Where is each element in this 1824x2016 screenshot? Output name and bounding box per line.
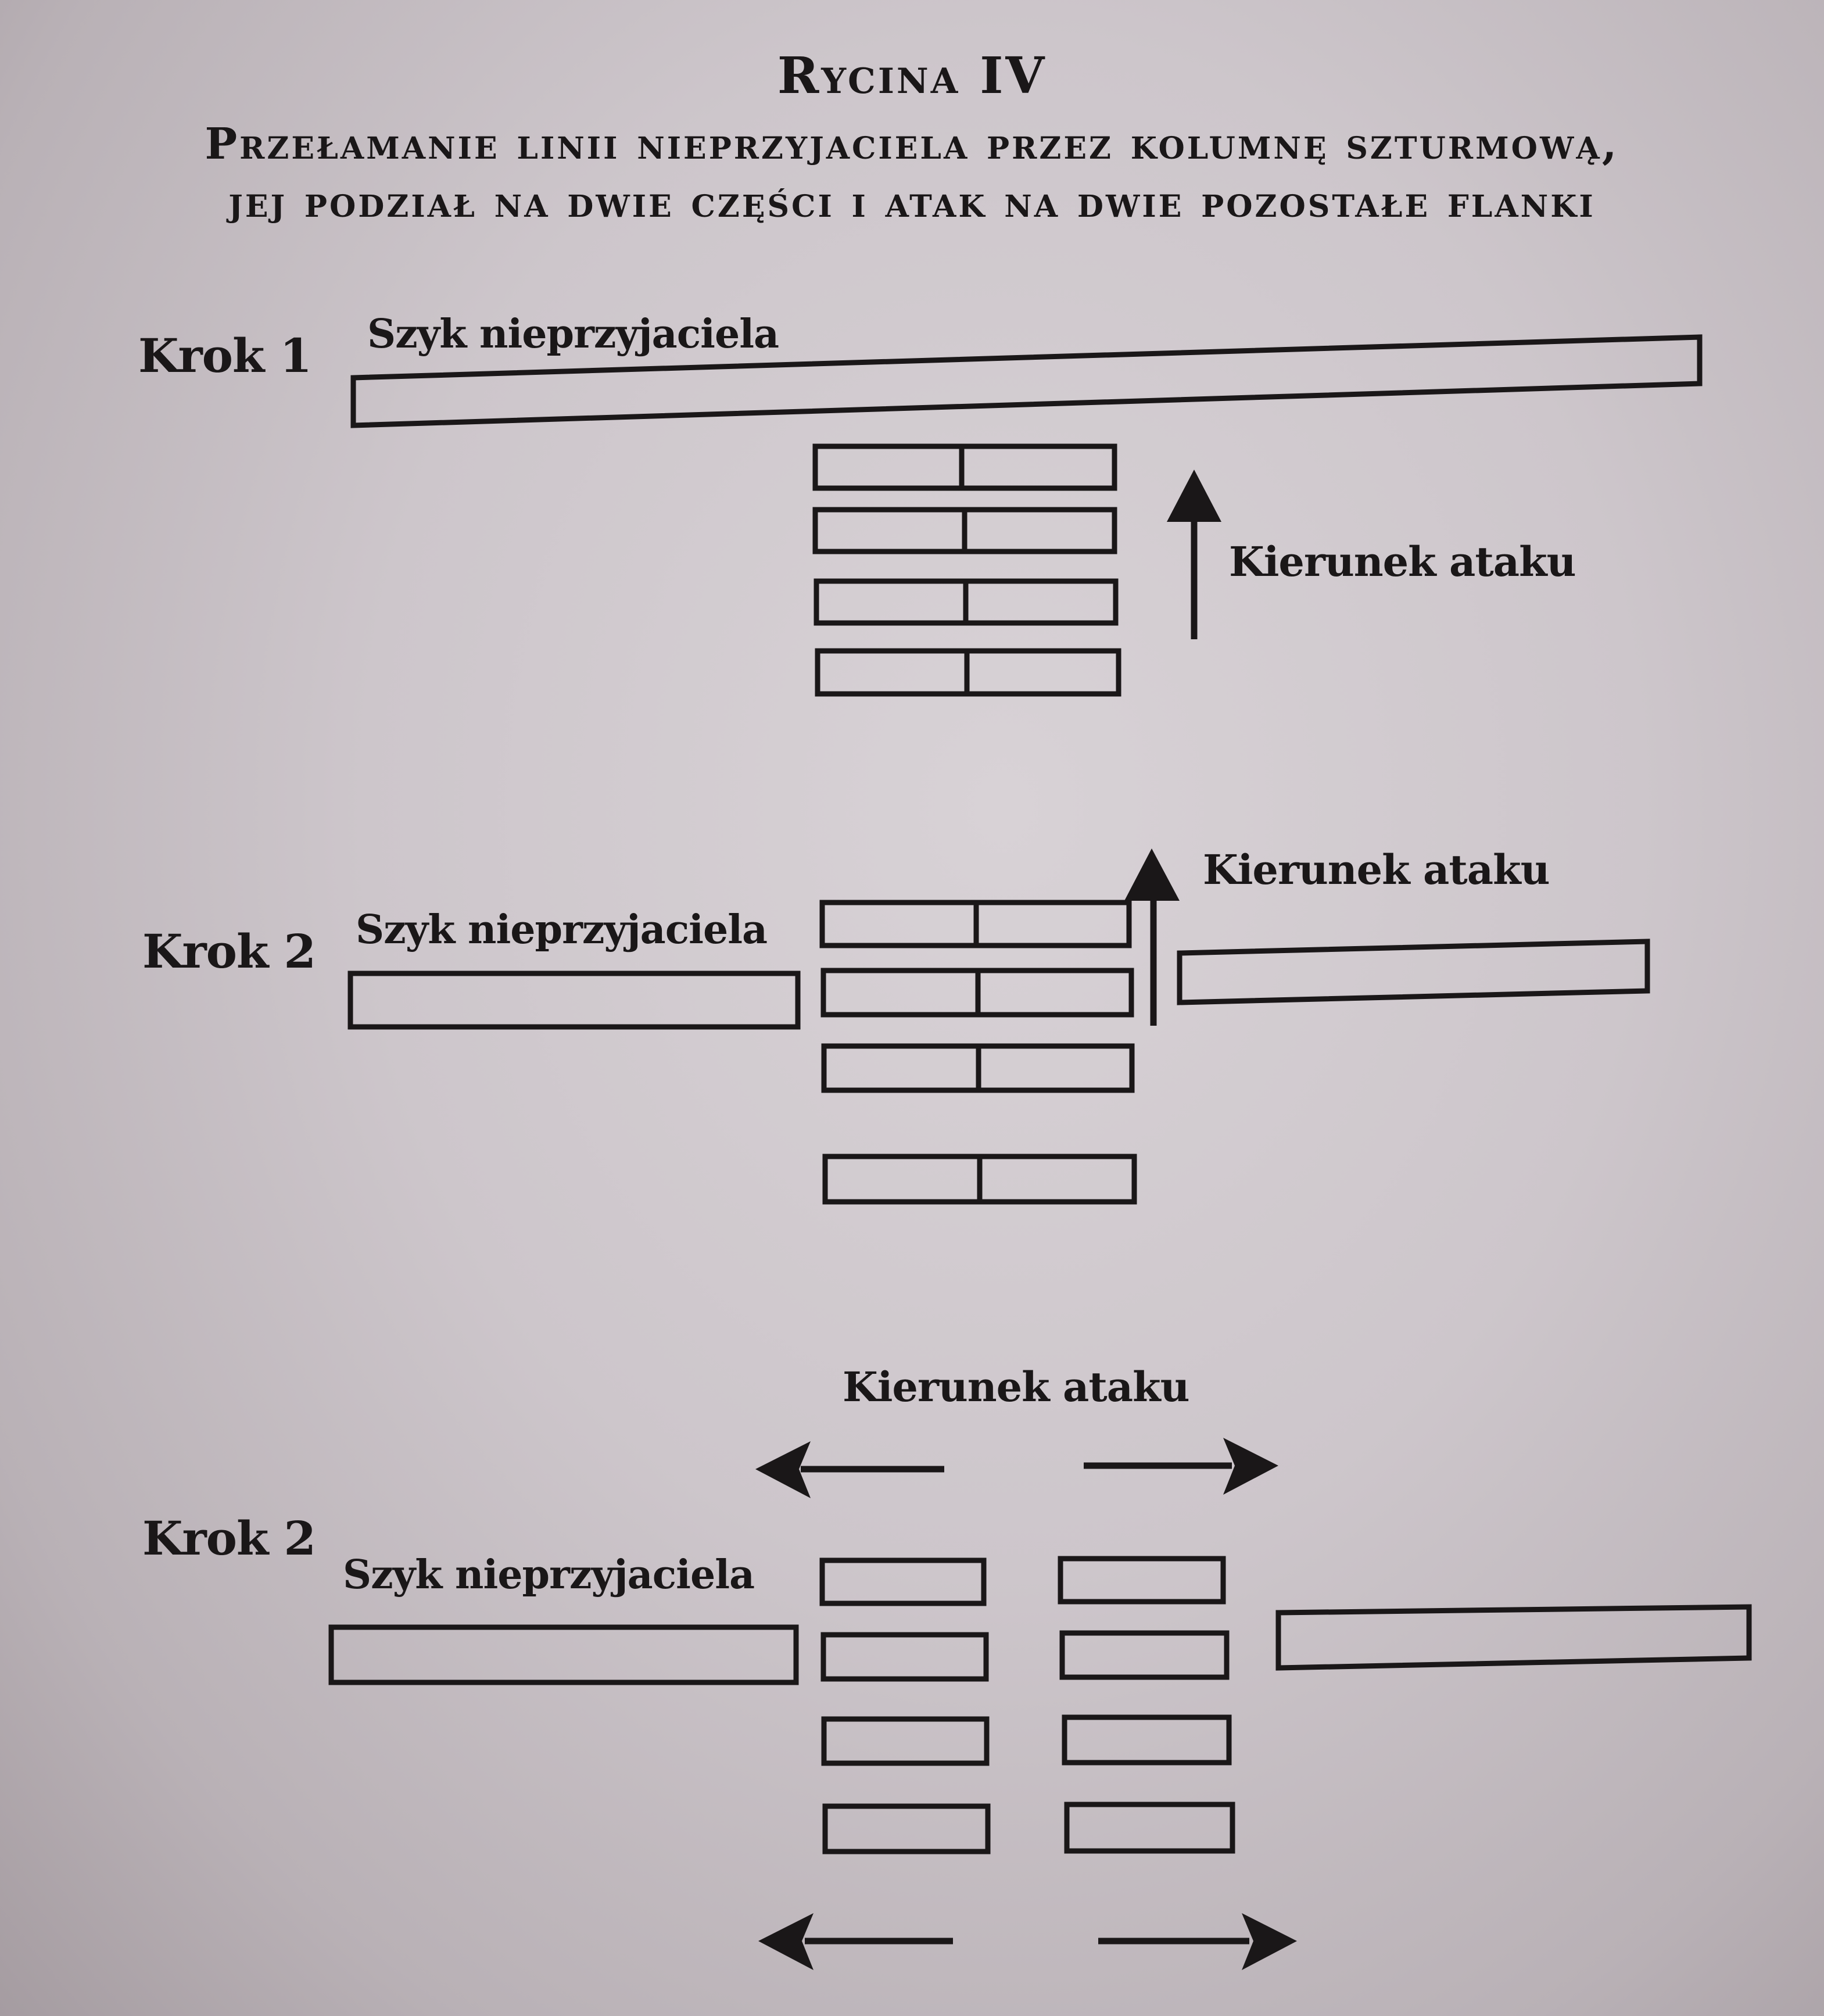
step-1-label: Krok 1 (138, 328, 312, 383)
step-2b-arrow-left-top-icon (755, 1441, 944, 1498)
step-2a-enemy-left-flank (347, 971, 801, 1030)
step-2a-enemy-right-flank (1177, 939, 1650, 1005)
group-row (1059, 1630, 1230, 1680)
step-2b-label: Krok 2 (142, 1511, 316, 1566)
step-2a-assault-column (819, 900, 1137, 1205)
figure-title-line-1: Przełamanie linii nieprzyjaciela przez k… (205, 119, 1619, 169)
step-1-arrow-up-icon (1167, 470, 1221, 639)
step-2b-arrow-left-bottom-icon (758, 1913, 953, 1970)
step-1-enemy-label: Szyk nieprzyjaciela (367, 311, 779, 357)
group-row (1062, 1714, 1232, 1766)
figure-title-line-2: jej podział na dwie części i atak na dwi… (228, 177, 1596, 227)
step-2a-attack-label: Kierunek ataku (1203, 846, 1550, 894)
step-2b-right-group (1058, 1556, 1235, 1854)
group-row (1058, 1556, 1226, 1605)
step-2a-arrow-up-icon (1124, 848, 1180, 1026)
step-2b-attack-label: Kierunek ataku (843, 1363, 1189, 1411)
group-row (819, 1557, 987, 1606)
step-1-attack-label: Kierunek ataku (1229, 538, 1576, 586)
group-row (821, 1716, 990, 1766)
column-row (812, 443, 1117, 491)
step-2a-enemy-label: Szyk nieprzyjaciela (356, 907, 768, 953)
step-2b-arrow-right-top-icon (1084, 1438, 1278, 1495)
step-2b-enemy-left-flank (328, 1624, 799, 1685)
group-row (820, 1632, 989, 1682)
group-row (1064, 1802, 1235, 1854)
figure-number: Rycina IV (777, 46, 1047, 105)
group-row (822, 1803, 991, 1854)
step-2b-enemy-label: Szyk nieprzyjaciela (343, 1552, 755, 1598)
step-2b-enemy-right-flank (1275, 1604, 1752, 1671)
step-2b-arrow-right-bottom-icon (1098, 1913, 1297, 1970)
step-1-enemy-line (350, 334, 1703, 428)
step-2b-left-group (819, 1557, 991, 1854)
step-1-assault-column (812, 443, 1121, 697)
step-2a-label: Krok 2 (142, 924, 316, 979)
